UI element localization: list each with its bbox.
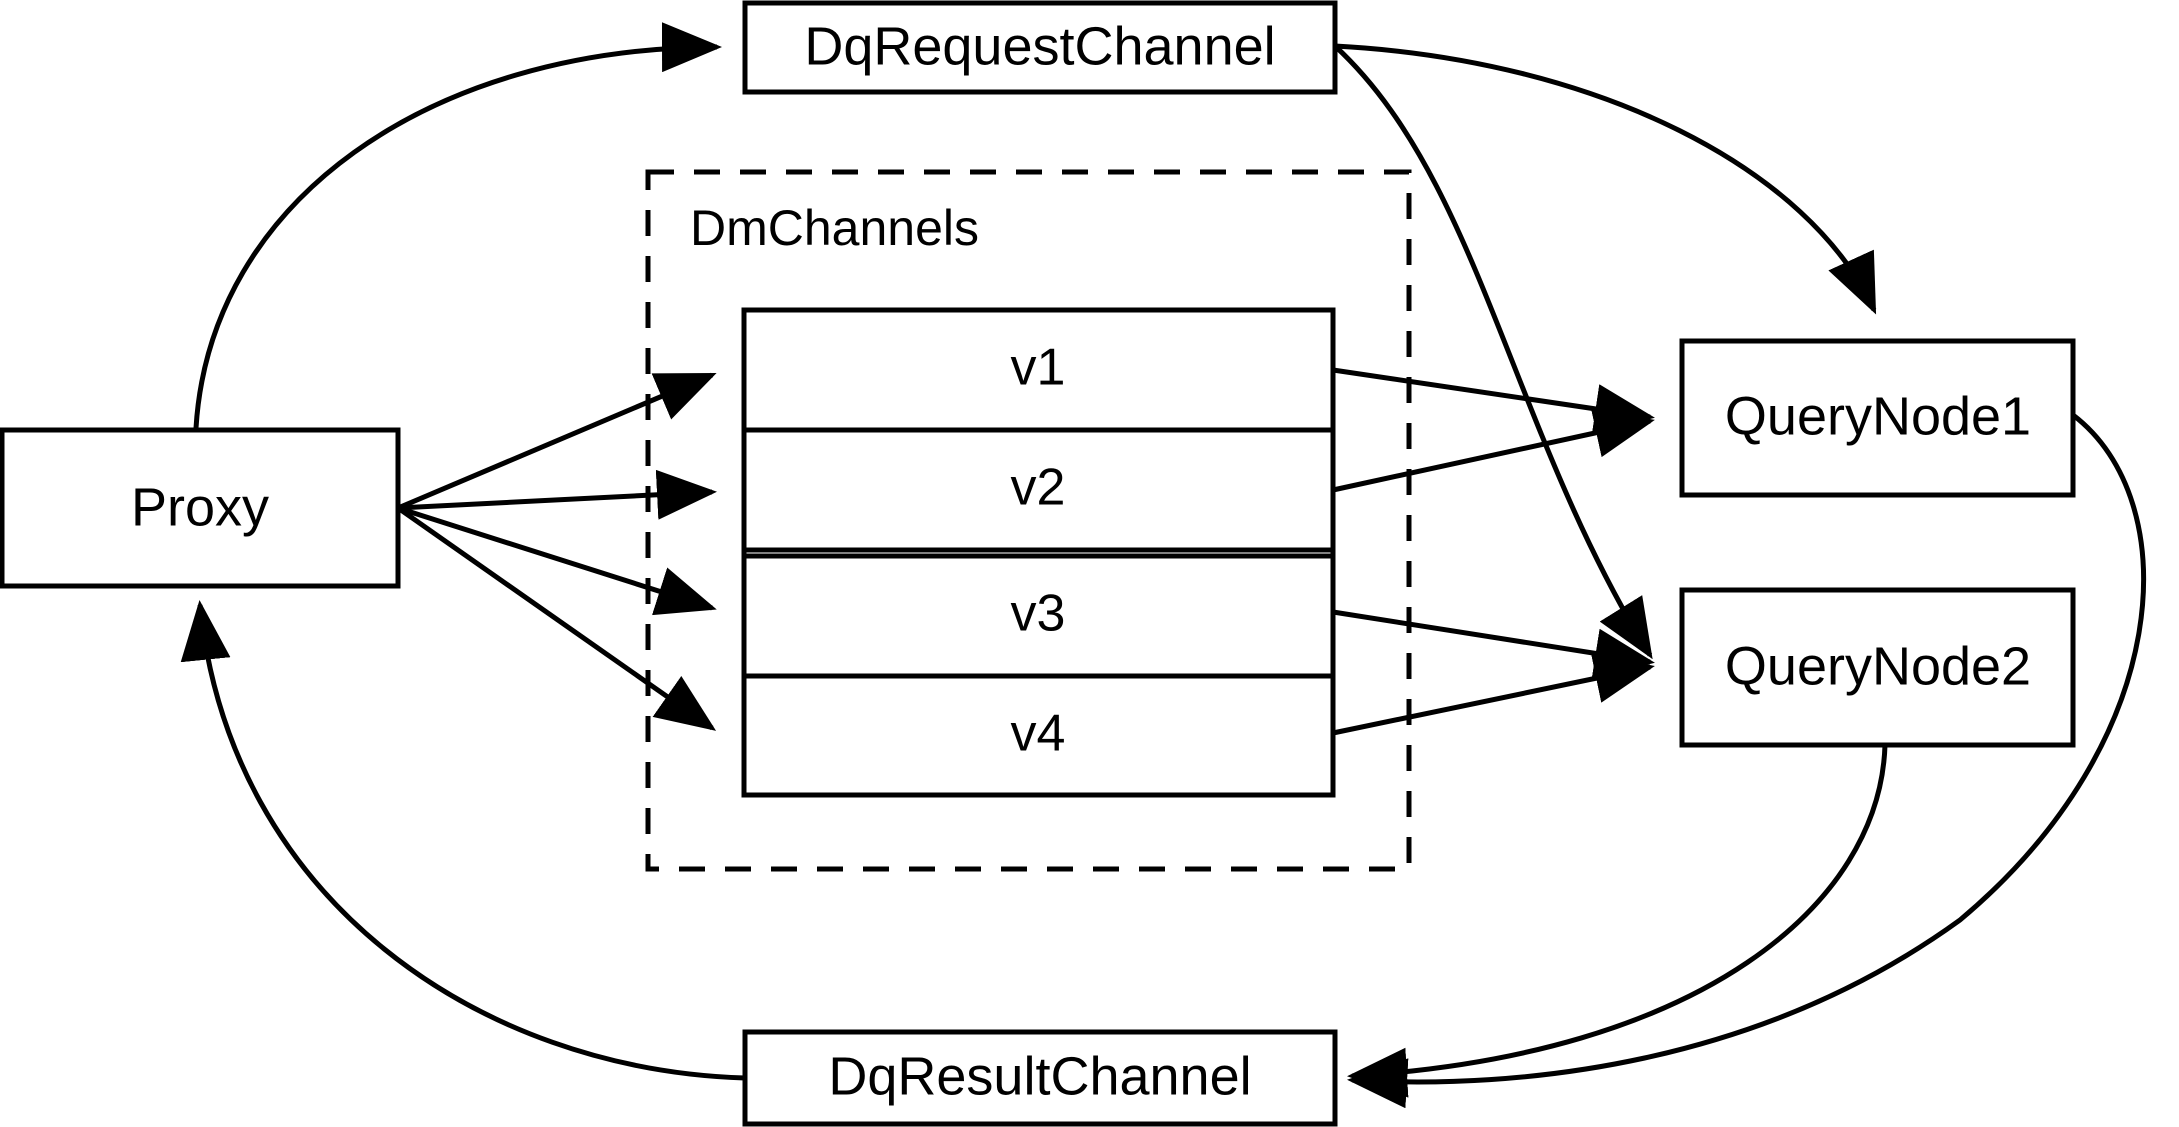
edge-proxy-to-v1 (397, 372, 717, 511)
edge-proxy-to-v4 (396, 505, 717, 731)
node-proxy[interactable]: Proxy (0, 427, 401, 589)
dq-result-channel-label: DqResultChannel (828, 1046, 1251, 1106)
edge-dqresultchannel-to-proxy (180, 600, 746, 1081)
node-dq-result-channel[interactable]: DqResultChannel (742, 1029, 1338, 1127)
edge-v3-to-querynode2 (1332, 609, 1655, 679)
edge-querynode2-to-dqresultchannel (1347, 744, 1888, 1098)
query-node-2-label: QueryNode2 (1725, 636, 2031, 696)
shard-label-v3: v3 (1011, 585, 1066, 643)
edge-querynode1-to-dqresultchannel (1347, 413, 2146, 1109)
query-node-1-label: QueryNode1 (1725, 386, 2031, 446)
proxy-box[interactable] (0, 427, 401, 589)
edge-v4-to-querynode2 (1332, 653, 1655, 736)
node-dq-request-channel[interactable]: DqRequestChannel (742, 0, 1338, 95)
edge-dqrequestchannel-to-querynode1 (1334, 43, 1877, 315)
shard-label-v1: v1 (1011, 339, 1066, 397)
edge-proxy-to-dqrequestchannel (193, 22, 722, 429)
shard-label-v4: v4 (1011, 705, 1066, 763)
dq-request-channel-box[interactable] (742, 0, 1338, 95)
proxy-label: Proxy (131, 477, 269, 537)
node-query-node-1[interactable]: QueryNode1 (1679, 338, 2076, 498)
node-query-node-2[interactable]: QueryNode2 (1679, 587, 2076, 748)
dm-channels-border (645, 169, 1412, 872)
dm-channels-label: DmChannels (690, 200, 979, 256)
shard-stack: v1 v2 v3 v4 (741, 307, 1336, 798)
dq-result-channel-box[interactable] (742, 1029, 1338, 1127)
edge-dqrequestchannel-to-querynode2 (1333, 44, 1653, 660)
edge-v2-to-querynode1 (1332, 408, 1655, 493)
edge-proxy-to-v2 (397, 469, 717, 520)
edge-proxy-to-v3 (397, 505, 717, 616)
edge-v1-to-querynode1 (1332, 367, 1655, 434)
query-node-1-box[interactable] (1679, 338, 2076, 498)
dq-request-channel-label: DqRequestChannel (804, 16, 1275, 76)
shard-label-v2: v2 (1011, 459, 1066, 517)
edge-layer (180, 22, 2146, 1109)
query-node-2-box[interactable] (1679, 587, 2076, 748)
dm-channels-group: DmChannels (645, 169, 1412, 872)
